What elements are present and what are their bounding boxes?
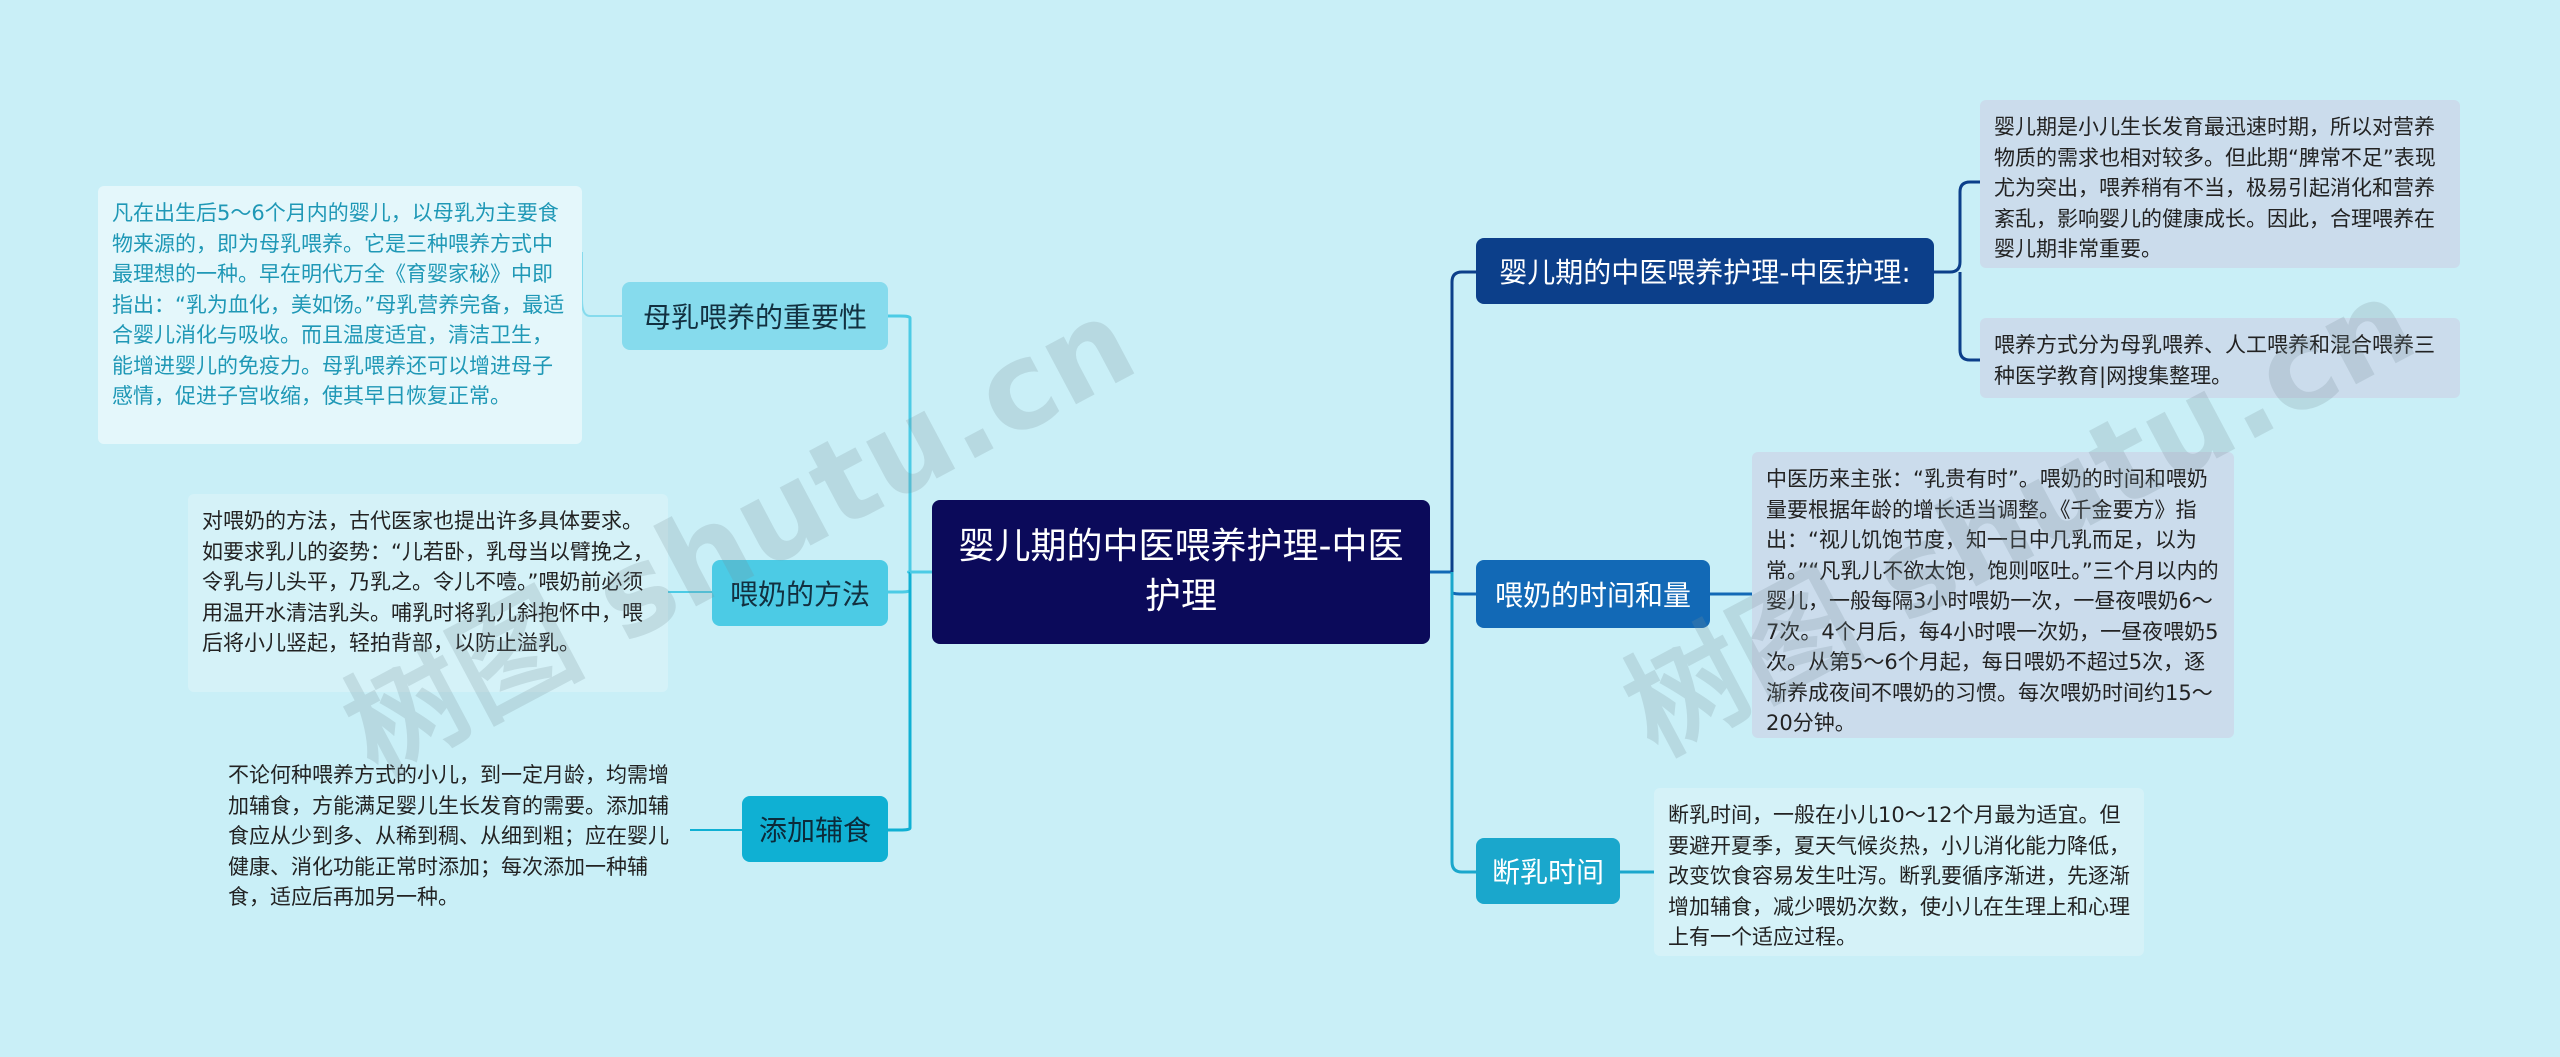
branch-overview[interactable]: 婴儿期的中医喂养护理-中医护理:: [1476, 238, 1934, 304]
note-feeding-method-text: 对喂奶的方法，古代医家也提出许多具体要求。如要求乳儿的姿势：“儿若卧，乳母当以臂…: [202, 509, 654, 655]
branch-feeding-time-label: 喂奶的时间和量: [1494, 579, 1691, 612]
note-breastfeeding-text: 凡在出生后5～6个月内的婴儿，以母乳为主要食物来源的，即为母乳喂养。它是三种喂养…: [112, 201, 565, 408]
branch-supplement-label: 添加辅食: [758, 814, 871, 847]
note-breastfeeding: 凡在出生后5～6个月内的婴儿，以母乳为主要食物来源的，即为母乳喂养。它是三种喂养…: [98, 186, 582, 444]
note-supplement-text: 不论何种喂养方式的小儿，到一定月龄，均需增加辅食，方能满足婴儿生长发育的需要。添…: [228, 763, 669, 909]
note-feeding-time: 中医历来主张：“乳贵有时”。喂奶的时间和喂奶量要根据年龄的增长适当调整。《千金要…: [1752, 452, 2234, 738]
root-title: 婴儿期的中医喂养护理-中医护理: [958, 526, 1404, 617]
branch-weaning-label: 断乳时间: [1491, 856, 1604, 889]
note-feeding-time-text: 中医历来主张：“乳贵有时”。喂奶的时间和喂奶量要根据年龄的增长适当调整。《千金要…: [1766, 467, 2219, 735]
note-overview-2-text: 喂养方式分为母乳喂养、人工喂养和混合喂养三种医学教育|网搜集整理。: [1994, 333, 2435, 388]
branch-feeding-method[interactable]: 喂奶的方法: [712, 560, 888, 626]
note-overview-2: 喂养方式分为母乳喂养、人工喂养和混合喂养三种医学教育|网搜集整理。: [1980, 318, 2460, 398]
note-overview-1-text: 婴儿期是小儿生长发育最迅速时期，所以对营养物质的需求也相对较多。但此期“脾常不足…: [1994, 115, 2436, 261]
note-supplement: 不论何种喂养方式的小儿，到一定月龄，均需增加辅食，方能满足婴儿生长发育的需要。添…: [214, 748, 690, 916]
branch-feeding-time[interactable]: 喂奶的时间和量: [1476, 560, 1710, 628]
note-feeding-method: 对喂奶的方法，古代医家也提出许多具体要求。如要求乳儿的姿势：“儿若卧，乳母当以臂…: [188, 494, 668, 692]
root-topic[interactable]: 婴儿期的中医喂养护理-中医护理: [932, 500, 1430, 644]
branch-overview-label: 婴儿期的中医喂养护理-中医护理:: [1499, 256, 1911, 289]
branch-breastfeeding-label: 母乳喂养的重要性: [642, 301, 867, 334]
branch-weaning[interactable]: 断乳时间: [1476, 838, 1620, 904]
note-weaning-text: 断乳时间，一般在小儿10～12个月最为适宜。但要避开夏季，夏天气候炎热，小儿消化…: [1668, 803, 2130, 949]
branch-feeding-method-label: 喂奶的方法: [729, 578, 870, 611]
branch-breastfeeding[interactable]: 母乳喂养的重要性: [622, 282, 888, 350]
branch-supplement[interactable]: 添加辅食: [742, 796, 888, 862]
note-weaning: 断乳时间，一般在小儿10～12个月最为适宜。但要避开夏季，夏天气候炎热，小儿消化…: [1654, 788, 2144, 956]
note-overview-1: 婴儿期是小儿生长发育最迅速时期，所以对营养物质的需求也相对较多。但此期“脾常不足…: [1980, 100, 2460, 268]
